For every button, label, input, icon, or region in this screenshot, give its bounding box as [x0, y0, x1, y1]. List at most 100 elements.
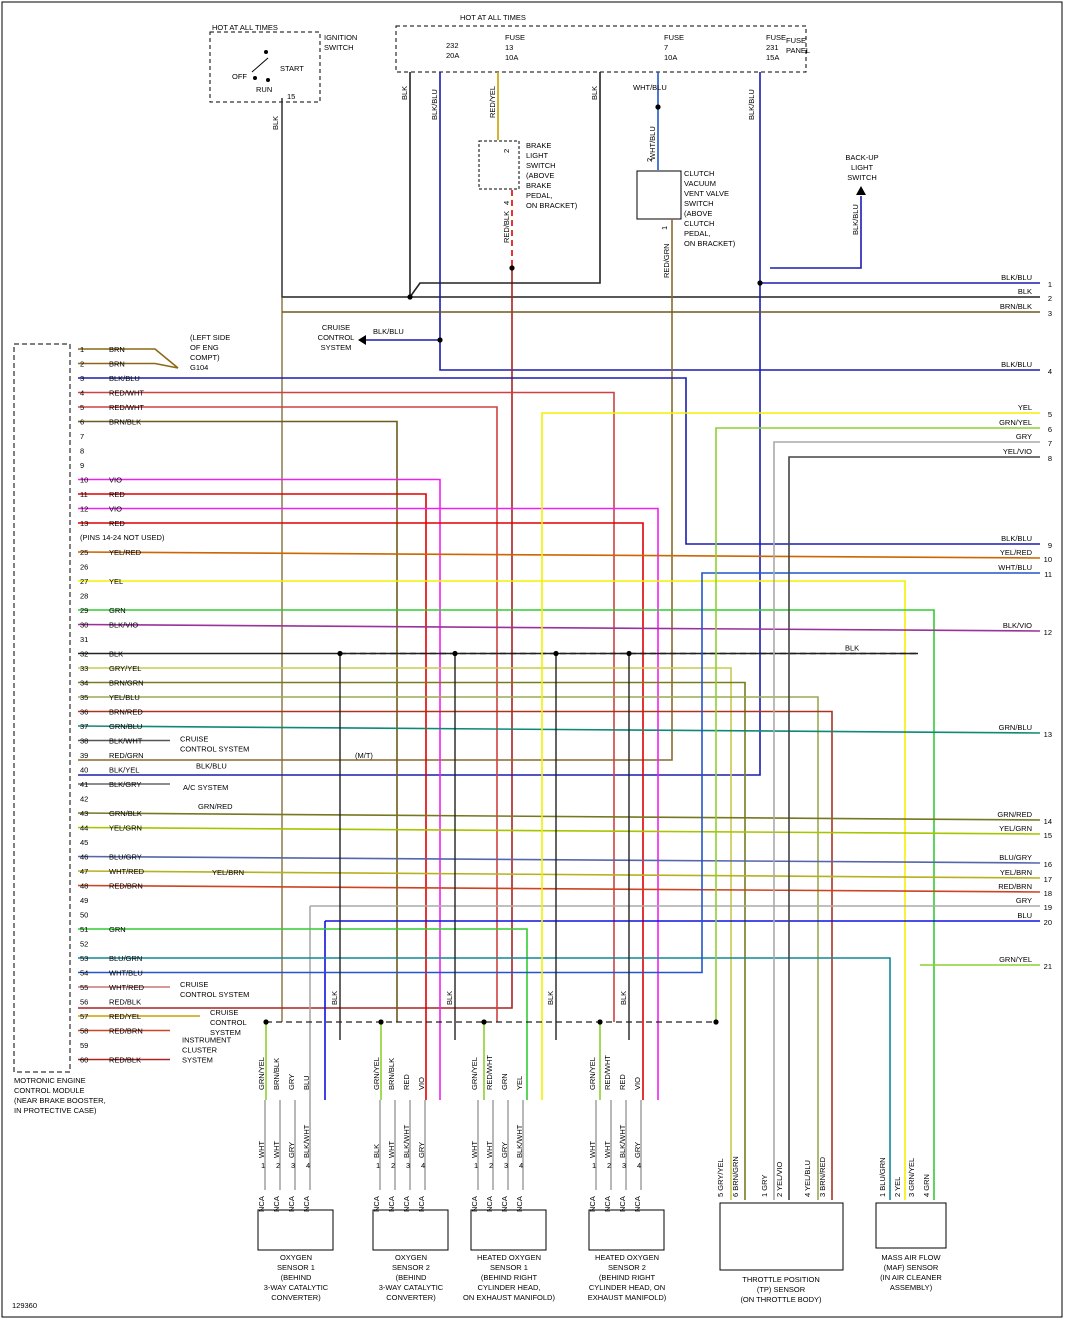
cruise-label: CRUISE — [180, 735, 208, 744]
wire-yelred-25 — [77, 551, 1041, 559]
sensor-name: CONVERTER) — [271, 1293, 321, 1302]
nca-label: NCA — [372, 1196, 381, 1212]
edge-connector-number: 13 — [1044, 730, 1052, 739]
wire-vio-10 — [78, 478, 441, 1100]
ecm-pin-color: WHT/BLU — [109, 969, 143, 978]
brake-switch-label: ON BRACKET) — [526, 201, 578, 210]
tp-sensor-name: (ON THROTTLE BODY) — [740, 1295, 822, 1304]
edge-wire-color: GRY — [1016, 432, 1032, 441]
edge-connector-number: 17 — [1044, 875, 1052, 884]
nca-label: NCA — [387, 1196, 396, 1212]
ecm-pin-number: 56 — [80, 998, 88, 1007]
cruise-control-label: SYSTEM — [321, 343, 352, 352]
ignition-contact — [251, 57, 269, 73]
pin-label: 2 — [502, 149, 511, 153]
ecm-pin-color: RED/YEL — [109, 1012, 141, 1021]
ecm-pin-number: 57 — [80, 1012, 88, 1021]
ecm-pin-number: 37 — [80, 722, 88, 731]
edge-connector-number: 15 — [1044, 831, 1052, 840]
ecm-pin-number: 13 — [80, 519, 88, 528]
junction-dot — [407, 294, 413, 300]
ignition-switch-label: SWITCH — [324, 43, 354, 52]
clutch-switch-label: PEDAL, — [684, 229, 711, 238]
edge-connector-number: 9 — [1048, 541, 1052, 550]
edge-connector-number: 11 — [1044, 570, 1052, 579]
brake-switch-label: (ABOVE — [526, 171, 554, 180]
edge-connector-number: 10 — [1044, 555, 1052, 564]
ecm-pin-number: 11 — [80, 490, 88, 499]
ecm-pin-number: 27 — [80, 577, 88, 586]
ecm-pin-number: 42 — [80, 795, 88, 804]
nca-label: NCA — [417, 1196, 426, 1212]
sensor-wire-label: BLK/WHT — [515, 1124, 524, 1158]
fuse-label: FUSE — [766, 33, 786, 42]
cluster-label: CLUSTER — [182, 1046, 218, 1055]
ecm-label: (NEAR BRAKE BOOSTER, — [14, 1096, 106, 1105]
wire-blk-fuse7 — [409, 72, 601, 298]
ecm-pin-color: RED/BLK — [109, 1056, 141, 1065]
ecm-pin-number: 40 — [80, 766, 88, 775]
maf-pin-label: 4 GRN — [922, 1174, 931, 1197]
cruise-label: CONTROL SYSTEM — [180, 745, 249, 754]
sensor-pin: 1 — [376, 1161, 380, 1170]
ecm-pin-number: 43 — [80, 809, 88, 818]
ac-system-label: A/C SYSTEM — [183, 783, 228, 792]
junction-dot — [553, 650, 559, 657]
wire-brngrn-34 — [78, 681, 746, 1200]
ecm-pin-color: BLK/YEL — [109, 766, 139, 775]
sensor-wire-label: VIO — [633, 1077, 642, 1090]
nca-label: NCA — [402, 1196, 411, 1212]
nca-label: NCA — [633, 1196, 642, 1212]
edge-connector-number: 18 — [1044, 889, 1052, 898]
junction-dot — [378, 1019, 384, 1025]
sensor-pin: 3 — [406, 1161, 410, 1170]
sensor-name: SENSOR 1 — [277, 1263, 315, 1272]
wire-blkblu-40 — [78, 283, 761, 776]
edge-wire-color: BLU/GRY — [999, 853, 1032, 862]
ecm-pin-color: YEL/BLU — [109, 693, 140, 702]
ecm-pin-color: BRN/RED — [109, 708, 143, 717]
nca-label: NCA — [603, 1196, 612, 1212]
ecm-pin-number: 7 — [80, 432, 84, 441]
nca-label: NCA — [588, 1196, 597, 1212]
clutch-switch-box — [636, 170, 682, 220]
wire-brnblk-6 — [78, 420, 398, 1022]
ecm-pin-number: 33 — [80, 664, 88, 673]
fuse-label: 231 — [766, 43, 779, 52]
wire-label: BLK/BLU — [196, 762, 227, 771]
nca-label: NCA — [302, 1196, 311, 1212]
sensor-wire-label: BLU — [302, 1075, 311, 1090]
sensor-name: (BEHIND RIGHT — [599, 1273, 656, 1282]
tp-sensor-box — [719, 1202, 844, 1271]
ecm-pin-color: YEL/RED — [109, 548, 142, 557]
cruise-control-label: CRUISE — [322, 323, 350, 332]
sensor-wire-label: BRN/BLK — [272, 1058, 281, 1090]
ecm-pin-color: BLU/GRY — [109, 853, 142, 862]
sensor-pin: 3 — [504, 1161, 508, 1170]
sensor-name: HEATED OXYGEN — [595, 1253, 659, 1262]
wire-blkvio-30 — [77, 623, 1041, 632]
wire-label: BLK/BLU — [430, 89, 439, 120]
ecm-pin-number: 38 — [80, 737, 88, 746]
edge-wire-color: GRN/YEL — [999, 955, 1032, 964]
sensor-name: EXHAUST MANIFOLD) — [588, 1293, 667, 1302]
wire-label: BLK/BLU — [373, 327, 404, 336]
sensor-wire-label: GRY — [633, 1142, 642, 1158]
ecm-pin-number: 10 — [80, 476, 88, 485]
sensor-wire-label: BLK/WHT — [302, 1124, 311, 1158]
ignition-terminal-off — [253, 76, 257, 80]
sensor-wire-label: RED/WHT — [485, 1055, 494, 1090]
sensor-wire-label: BLK/WHT — [402, 1124, 411, 1158]
clutch-switch-label: VENT VALVE — [684, 189, 729, 198]
ecm-pin-color: BRN — [109, 345, 125, 354]
edge-connector-number: 1 — [1048, 280, 1052, 289]
wire-yelgrn-44 — [77, 826, 1041, 835]
maf-sensor-name: MASS AIR FLOW — [881, 1253, 941, 1262]
tp-pin-label: 5 GRY/YEL — [716, 1158, 725, 1197]
ecm-pin-number: 1 — [80, 345, 84, 354]
nca-label: NCA — [257, 1196, 266, 1212]
ecm-pin-number: 59 — [80, 1041, 88, 1050]
wire-yelbrn-47 — [77, 870, 1041, 879]
